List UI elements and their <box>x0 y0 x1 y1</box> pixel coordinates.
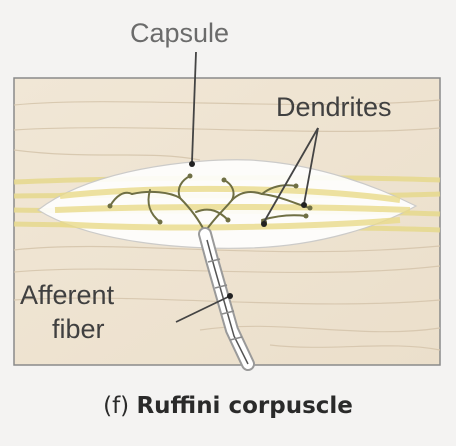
capsule-pointer-dot <box>189 161 195 167</box>
afferent-label: Afferent <box>20 280 115 310</box>
dendrites-label: Dendrites <box>276 92 392 122</box>
caption-title: Ruffini corpuscle <box>136 393 353 419</box>
dendrite-pointer-dot <box>261 221 267 227</box>
caption-prefix: (f) <box>103 393 130 419</box>
dendrite-pointer-dot-2 <box>301 202 307 208</box>
capsule-label: Capsule <box>130 18 230 48</box>
leader-lines <box>175 51 319 323</box>
afferent-fiber <box>198 227 255 371</box>
figure-caption: (f) Ruffini corpuscle <box>0 392 456 420</box>
fiber-pointer-dot <box>227 293 233 299</box>
fiber-label: fiber <box>52 314 105 344</box>
